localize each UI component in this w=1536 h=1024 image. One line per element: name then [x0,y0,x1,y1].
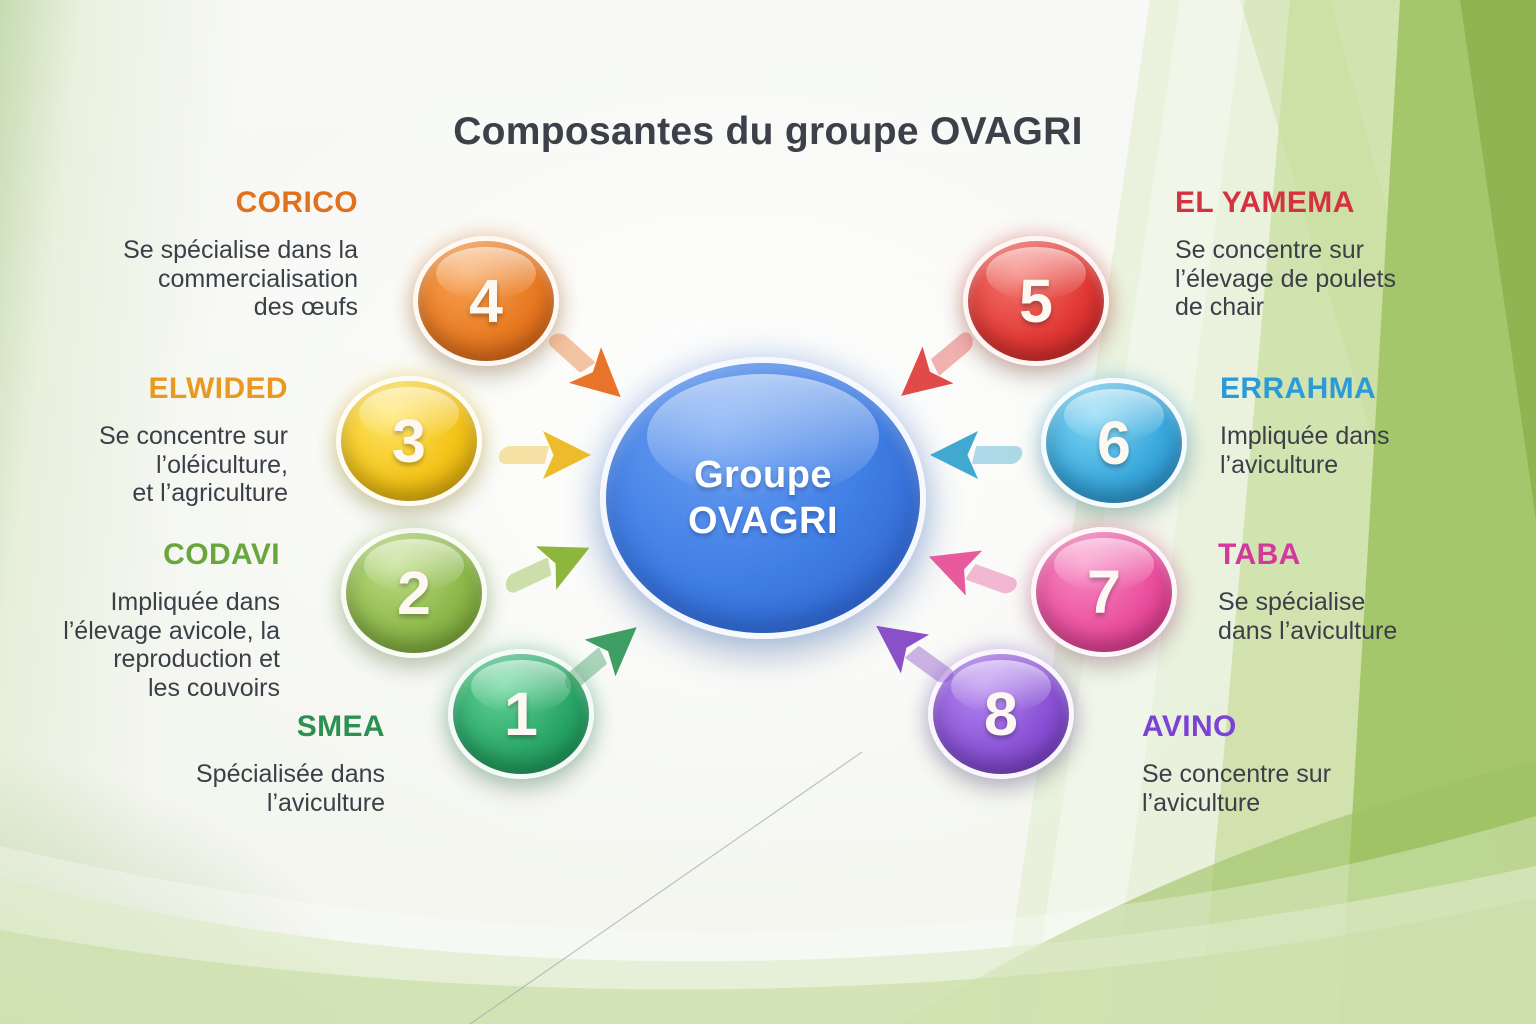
label-errahma-desc: Impliquée dans l’aviculture [1220,422,1390,479]
label-corico-desc: Se spécialise dans la commercialisation … [123,236,358,321]
node-elyamema-bubble: 5 [963,236,1109,366]
label-elwided: ELWIDED Se concentre sur l’oléiculture, … [20,372,288,508]
label-corico: CORICO Se spécialise dans la commerciali… [40,186,358,322]
green-band-shape [1340,0,1536,1024]
node-errahma-bubble: 6 [1041,378,1187,508]
label-elyamema-desc: Se concentre sur l’élevage de poulets de… [1175,236,1396,321]
node-elwided-number: 3 [392,407,426,475]
label-taba-name: TABA [1218,538,1301,571]
node-avino-number: 8 [984,680,1018,748]
label-elyamema-name: EL YAMEMA [1175,186,1355,219]
center-node-groupe-ovagri: Groupe OVAGRI [600,357,926,639]
node-elyamema-number: 5 [1019,267,1053,335]
node-errahma-number: 6 [1097,409,1131,477]
bottom-white-swoosh [0,816,1536,1024]
label-taba: TABA Se spécialise dans l’aviculture [1218,538,1518,645]
white-streak-shape [1030,0,1245,1024]
node-corico-bubble: 4 [413,236,559,366]
arrow-elwided-to-center-icon [495,431,591,479]
label-smea-name: SMEA [296,710,385,743]
label-elyamema: EL YAMEMA Se concentre sur l’élevage de … [1175,186,1505,322]
label-avino-name: AVINO [1142,710,1237,743]
label-codavi-name: CODAVI [163,538,280,571]
page-title: Composantes du groupe OVAGRI [453,110,1083,154]
label-errahma-name: ERRAHMA [1220,372,1377,405]
label-elwided-desc: Se concentre sur l’oléiculture, et l’agr… [99,422,288,507]
node-smea-number: 1 [504,680,538,748]
node-elwided-bubble: 3 [336,376,482,506]
node-codavi-number: 2 [397,559,431,627]
node-codavi-bubble: 2 [341,528,487,658]
label-elwided-name: ELWIDED [148,372,288,405]
bottom-swoosh-mid [0,898,1536,1024]
node-corico-number: 4 [469,267,503,335]
label-smea-desc: Spécialisée dans l’aviculture [195,760,385,817]
label-avino: AVINO Se concentre sur l’aviculture [1142,710,1472,817]
green-corner-shape [1460,0,1536,520]
label-corico-name: CORICO [235,186,358,219]
label-codavi: CODAVI Impliquée dans l’élevage avicole,… [0,538,280,702]
node-taba-number: 7 [1087,558,1121,626]
label-avino-desc: Se concentre sur l’aviculture [1142,760,1331,817]
label-codavi-desc: Impliquée dans l’élevage avicole, la rep… [63,588,280,702]
center-node-label: Groupe OVAGRI [687,453,839,542]
thin-diagonal-line [469,751,863,1024]
label-errahma: ERRAHMA Impliquée dans l’aviculture [1220,372,1520,479]
node-smea-bubble: 1 [448,649,594,779]
label-smea: SMEA Spécialisée dans l’aviculture [85,710,385,817]
label-taba-desc: Se spécialise dans l’aviculture [1218,588,1398,645]
node-taba-bubble: 7 [1031,527,1177,657]
arrow-errahma-to-center-icon [930,431,1026,479]
